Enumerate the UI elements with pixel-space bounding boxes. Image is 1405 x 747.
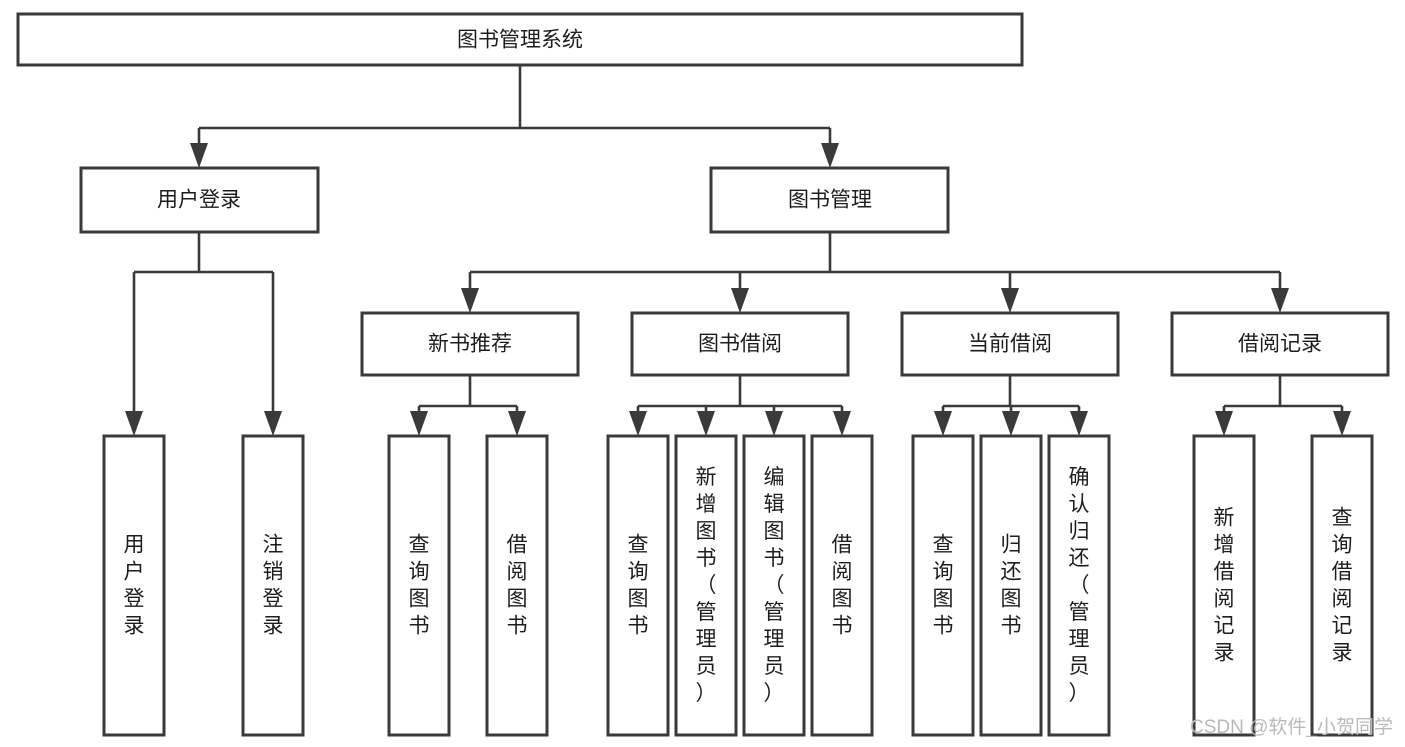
node-leaf-edit-book-admin-label: 编辑图书（管理员） [764,466,785,705]
node-book-management[interactable]: 图书管理 [709,166,950,234]
node-root-box[interactable] [16,12,1024,67]
node-leaf-user-login-box[interactable] [102,434,166,737]
connector-bookborrow-to-bus [636,375,844,414]
node-book-management-box[interactable] [709,166,950,234]
node-leaf-borrow-book-1[interactable]: 借阅图书 [485,434,549,737]
node-leaf-add-borrow-record-box[interactable] [1192,434,1256,737]
node-leaf-edit-book-admin-box[interactable] [742,434,806,737]
node-leaf-query-book-3-label: 查询图书 [933,533,954,637]
node-current-borrow[interactable]: 当前借阅 [900,311,1120,377]
node-leaf-add-borrow-record[interactable]: 新增借阅记录 [1192,434,1256,737]
node-book-borrow-box[interactable] [630,311,850,377]
node-leaf-query-borrow-record-box[interactable] [1310,434,1374,737]
arrowhead-book-management [821,143,839,168]
node-leaf-user-login[interactable]: 用户登录 [102,434,166,737]
node-current-borrow-box[interactable] [900,311,1120,377]
node-leaf-borrow-book-2[interactable]: 借阅图书 [810,434,874,737]
node-leaf-return-book-box[interactable] [979,434,1043,737]
arrowhead-leaf-borrow-book-1 [508,411,526,436]
connector-newbook-to-bus [417,375,519,414]
arrowhead-leaf-query-book-3 [934,411,952,436]
node-leaf-borrow-book-2-label: 借阅图书 [832,533,853,637]
node-borrow-record[interactable]: 借阅记录 [1170,311,1390,377]
node-leaf-return-book-label: 归还图书 [1001,533,1022,637]
node-book-borrow[interactable]: 图书借阅 [630,311,850,377]
node-leaf-logout-login[interactable]: 注销登录 [241,434,305,737]
node-leaf-edit-book-admin[interactable]: 编辑图书（管理员） [742,434,806,737]
node-leaf-query-book-3[interactable]: 查询图书 [911,434,975,737]
node-leaf-query-book-2-label: 查询图书 [628,533,649,637]
node-new-book-recommend-label: 新书推荐 [428,333,512,356]
connector-bookmgmt-to-bus [468,232,1282,293]
node-leaf-query-book-2-box[interactable] [606,434,670,737]
node-leaf-borrow-book-1-box[interactable] [485,434,549,737]
connector-userlogin-to-bus [132,232,275,412]
node-leaf-query-book-1[interactable]: 查询图书 [387,434,451,737]
connector-layer [125,65,1351,436]
node-leaf-confirm-return-admin[interactable]: 确认归还（管理员） [1047,434,1111,737]
arrowhead-leaf-add-borrow-record [1215,411,1233,436]
arrowhead-current-borrow [1001,288,1019,313]
node-new-book-recommend-box[interactable] [360,311,580,377]
node-leaf-borrow-book-1-label: 借阅图书 [507,533,528,637]
node-leaf-logout-login-box[interactable] [241,434,305,737]
node-current-borrow-label: 当前借阅 [968,333,1052,356]
node-leaf-return-book[interactable]: 归还图书 [979,434,1043,737]
arrowhead-new-book-recommend [461,288,479,313]
node-leaf-add-book-admin-box[interactable] [674,434,738,737]
node-root[interactable]: 图书管理系统 [16,12,1024,67]
connector-currentborrow-to-bus [941,375,1081,414]
node-leaf-confirm-return-admin-label: 确认归还（管理员） [1069,466,1090,705]
arrowhead-borrow-record [1271,288,1289,313]
node-borrow-record-box[interactable] [1170,311,1390,377]
node-leaf-user-login-label: 用户登录 [124,533,145,637]
arrowhead-leaf-query-borrow-record [1333,411,1351,436]
node-leaf-add-book-admin[interactable]: 新增图书（管理员） [674,434,738,737]
arrowhead-leaf-edit-book-admin [765,411,783,436]
node-book-borrow-label: 图书借阅 [698,333,782,356]
arrowhead-leaf-query-book-2 [629,411,647,436]
watermark-label: CSDN @软件_小贺同学 [1190,716,1393,738]
arrowhead-leaf-user-login [125,411,143,436]
arrowhead-book-borrow [731,288,749,313]
arrowhead-leaf-borrow-book-2 [833,411,851,436]
node-new-book-recommend[interactable]: 新书推荐 [360,311,580,377]
node-leaf-logout-login-label: 注销登录 [263,533,284,637]
node-leaf-query-book-3-box[interactable] [911,434,975,737]
arrowhead-user-login [190,143,208,168]
node-leaf-confirm-return-admin-box[interactable] [1047,434,1111,737]
arrowhead-leaf-return-book [1002,411,1020,436]
node-leaf-query-borrow-record-label: 查询借阅记录 [1332,506,1353,664]
node-leaf-query-book-1-label: 查询图书 [409,533,430,637]
node-leaf-borrow-book-2-box[interactable] [810,434,874,737]
node-user-login-box[interactable] [79,166,320,234]
node-leaf-add-book-admin-label: 新增图书（管理员） [696,466,717,705]
connector-borrowrecord-to-bus [1222,375,1344,414]
connector-root-to-bus [197,65,832,148]
node-leaf-query-borrow-record[interactable]: 查询借阅记录 [1310,434,1374,737]
node-user-login[interactable]: 用户登录 [79,166,320,234]
node-book-management-label: 图书管理 [788,189,872,212]
node-root-label: 图书管理系统 [457,29,583,52]
node-user-login-label: 用户登录 [157,189,241,212]
node-leaf-query-book-2[interactable]: 查询图书 [606,434,670,737]
node-borrow-record-label: 借阅记录 [1238,333,1322,356]
arrowhead-leaf-query-book-1 [410,411,428,436]
node-layer: 图书管理系统 用户登录 图书管理 新书推荐 图书借阅 [16,12,1390,737]
arrowhead-leaf-add-book-admin [697,411,715,436]
arrowhead-leaf-confirm-return-admin [1070,411,1088,436]
arrowhead-leaf-logout-login [264,411,282,436]
node-leaf-query-book-1-box[interactable] [387,434,451,737]
node-leaf-add-borrow-record-label: 新增借阅记录 [1214,506,1235,664]
